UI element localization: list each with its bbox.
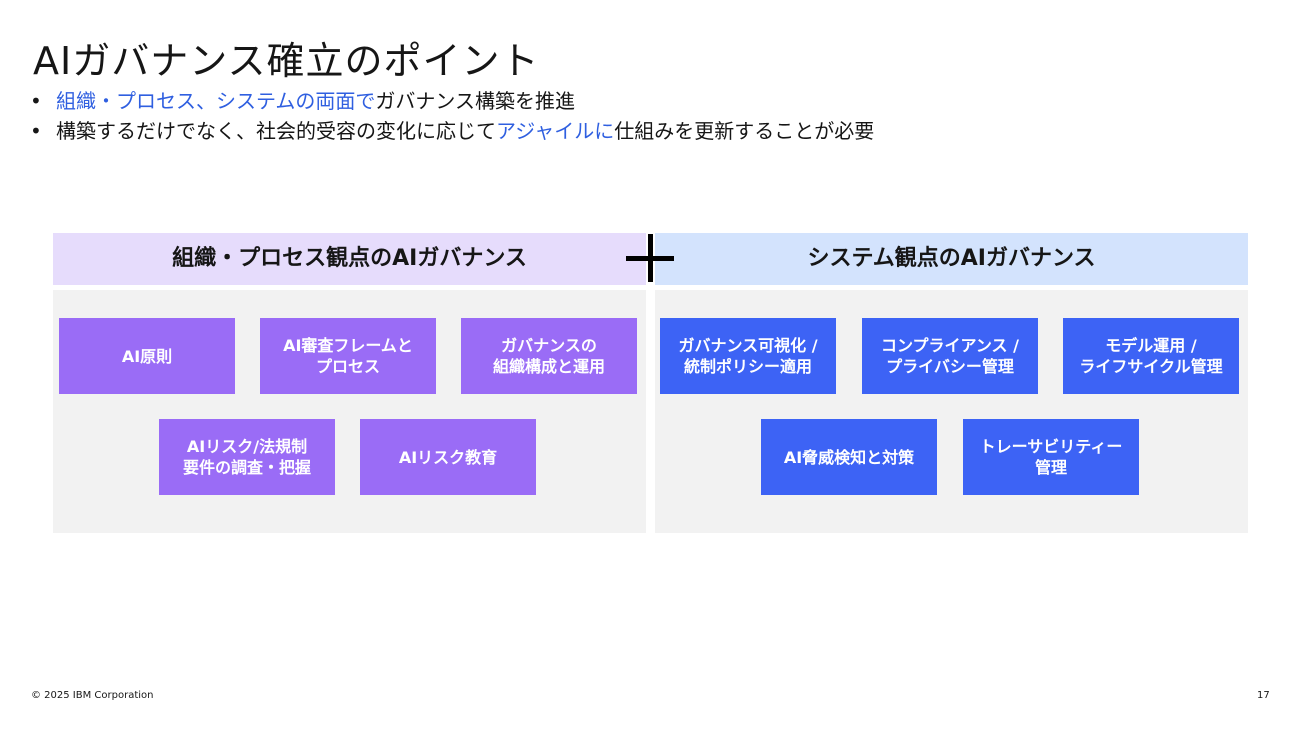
bullet-list: • 組織・プロセス、システムの両面でガバナンス構築を推進 • 構築するだけでなく、社…: [30, 86, 874, 146]
box-ai-threat-detection: AI脅威検知と対策: [761, 419, 937, 495]
bullet-text: 構築するだけでなく、社会的受容の変化に応じて: [56, 119, 496, 143]
bullet-highlight: 組織・プロセス、システムの両面で: [56, 89, 376, 113]
bullet-marker: •: [30, 119, 42, 143]
box-model-lifecycle: モデル運用 / ライフサイクル管理: [1063, 318, 1239, 394]
bullet-highlight: アジャイルに: [496, 119, 615, 143]
box-traceability: トレーサビリティー 管理: [963, 419, 1139, 495]
box-ai-risk-education: AIリスク教育: [360, 419, 536, 495]
page-number: 17: [1257, 690, 1270, 701]
box-ai-review-framework: AI審査フレームと プロセス: [260, 318, 436, 394]
org-process-panel-header: 組織・プロセス観点のAIガバナンス: [53, 233, 646, 285]
box-ai-risk-regulation: AIリスク/法規制 要件の調査・把握: [159, 419, 335, 495]
box-governance-organization: ガバナンスの 組織構成と運用: [461, 318, 637, 394]
box-ai-principles: AI原則: [59, 318, 235, 394]
plus-icon: [626, 234, 674, 282]
box-governance-visualization: ガバナンス可視化 / 統制ポリシー適用: [660, 318, 836, 394]
box-compliance-privacy: コンプライアンス / プライバシー管理: [862, 318, 1038, 394]
system-panel-header: システム観点のAIガバナンス: [655, 233, 1248, 285]
bullet-text: ガバナンス構築を推進: [375, 89, 576, 113]
bullet-item-2: • 構築するだけでなく、社会的受容の変化に応じてアジャイルに仕組みを更新することが…: [30, 116, 874, 146]
slide-title: AIガバナンス確立のポイント: [33, 39, 540, 83]
bullet-marker: •: [30, 89, 42, 113]
bullet-item-1: • 組織・プロセス、システムの両面でガバナンス構築を推進: [30, 86, 874, 116]
copyright: © 2025 IBM Corporation: [31, 690, 154, 701]
bullet-text: 仕組みを更新することが必要: [614, 119, 875, 143]
